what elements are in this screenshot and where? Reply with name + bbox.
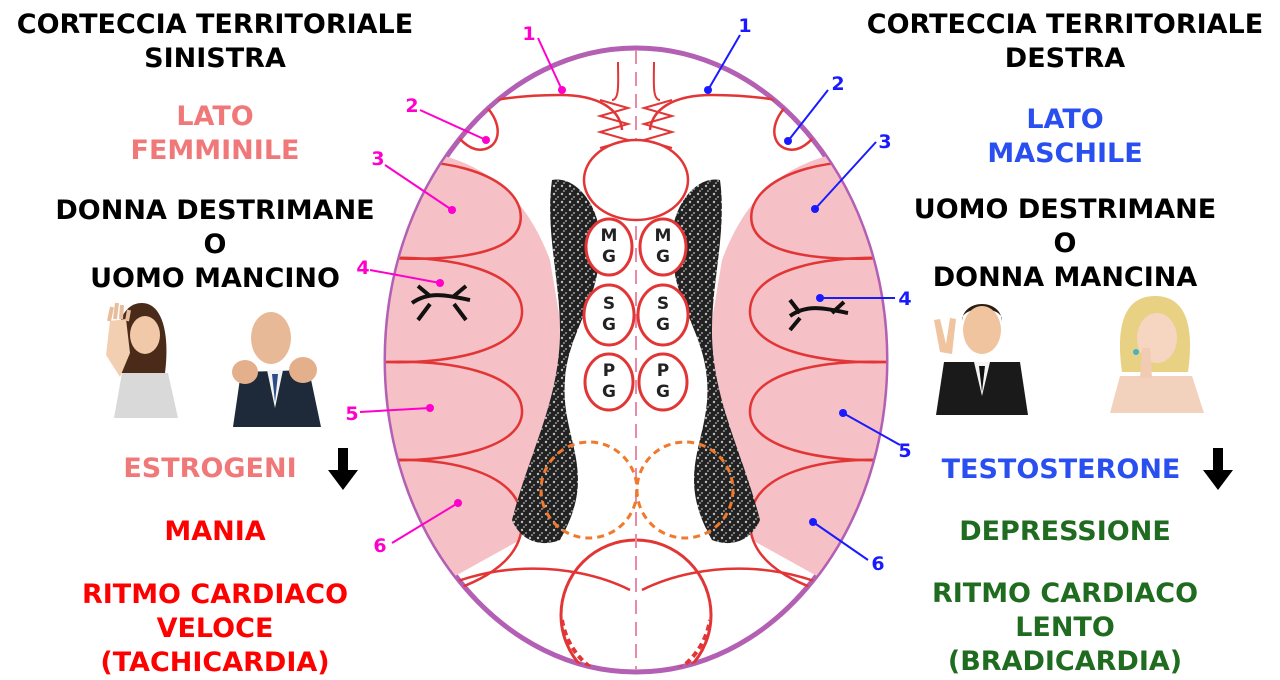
- right-label-4: 4: [898, 288, 911, 310]
- left-mg-letter1: M: [601, 226, 618, 246]
- left-pg-letter2: G: [602, 382, 616, 402]
- right-label-6: 6: [871, 553, 884, 575]
- right-sg-letter1: S: [657, 294, 669, 314]
- left-mg-letter2: G: [602, 247, 616, 267]
- right-pg-letter1: P: [657, 361, 669, 381]
- right-label-1: 1: [738, 15, 751, 37]
- left-sg-letter2: G: [602, 315, 616, 335]
- left-pg-letter1: P: [603, 361, 615, 381]
- central-oval: [584, 140, 688, 220]
- left-label-3: 3: [371, 148, 384, 170]
- right-mg-letter1: M: [655, 226, 672, 246]
- right-pg-letter2: G: [656, 382, 670, 402]
- left-label-2: 2: [405, 95, 418, 117]
- right-label-3: 3: [878, 131, 891, 153]
- left-label-4: 4: [356, 257, 369, 279]
- left-label-6: 6: [373, 535, 386, 557]
- right-label-2: 2: [831, 73, 844, 95]
- right-label-5: 5: [898, 440, 911, 462]
- left-label-5: 5: [345, 403, 358, 425]
- left-sg-letter1: S: [603, 294, 615, 314]
- right-sg-letter2: G: [656, 315, 670, 335]
- right-mg-letter2: G: [656, 247, 670, 267]
- left-label-1: 1: [522, 23, 535, 45]
